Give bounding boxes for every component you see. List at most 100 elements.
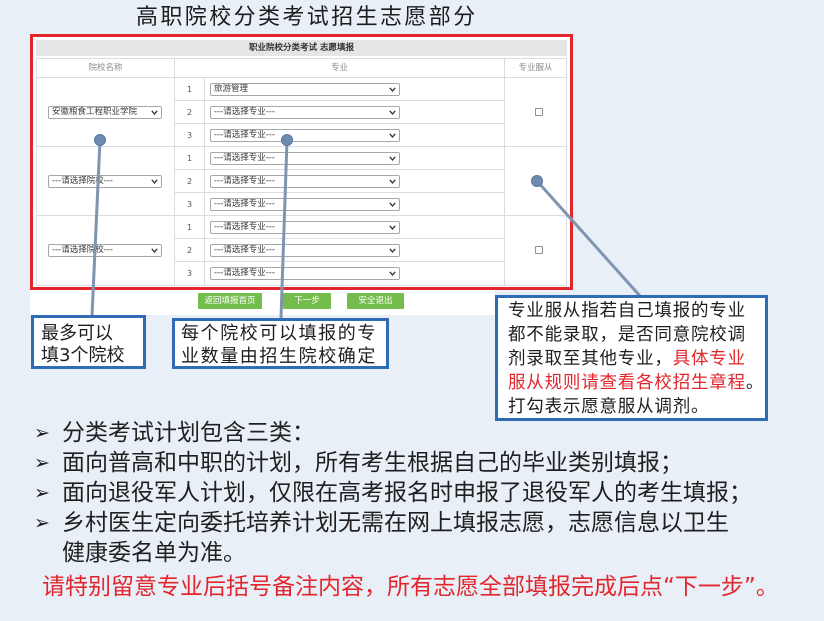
school-cell: ---请选择院校--- xyxy=(37,216,175,285)
choice-number: 2 xyxy=(175,239,205,262)
major-cell: ---请选择专业--- xyxy=(205,216,505,239)
choice-number: 3 xyxy=(175,124,205,147)
bullet-text: 乡村医生定向委托培养计划无需在网上填报志愿，志愿信息以卫生 xyxy=(62,510,729,536)
choice-number: 2 xyxy=(175,170,205,193)
bullet-item: ➢ 面向退役军人计划，仅限在高考报名时申报了退役军人的考生填报； xyxy=(0,478,824,508)
column-header-obey: 专业服从 xyxy=(518,63,553,73)
school-cell: ---请选择院校--- xyxy=(37,147,175,216)
arrowhead-bullet-icon: ➢ xyxy=(34,422,50,444)
chevron-down-icon xyxy=(389,248,396,253)
school-select-value: ---请选择院校--- xyxy=(52,176,113,186)
major-select-2-1[interactable]: ---请选择专业--- xyxy=(210,152,400,165)
major-select-value: ---请选择专业--- xyxy=(214,107,275,117)
note-max-schools: 最多可以 填3个院校 xyxy=(31,315,146,369)
pointer-dot-major-count xyxy=(281,134,293,146)
note-line: 填3个院校 xyxy=(41,345,125,366)
form-title-bar: 职业院校分类考试 志愿填报 xyxy=(36,40,567,56)
major-select-value: 旅游管理 xyxy=(214,84,249,94)
note-obey-rule: 专业服从指若自己填报的专业 都不能录取，是否同意院校调 剂录取至其他专业，具体专… xyxy=(495,295,768,421)
major-select-3-2[interactable]: ---请选择专业--- xyxy=(210,244,400,257)
note-text: 。 xyxy=(745,373,765,393)
bullet-item: ➢ 面向普高和中职的计划，所有考生根据自己的毕业类别填报； xyxy=(0,448,824,478)
major-select-value: ---请选择专业--- xyxy=(214,222,275,232)
note-line: 服从规则请查看各校招生章程。 xyxy=(508,371,765,395)
school-select-3[interactable]: ---请选择院校--- xyxy=(48,244,162,257)
next-step-button[interactable]: 下一步 xyxy=(283,293,331,309)
safe-exit-button[interactable]: 安全退出 xyxy=(347,293,404,309)
form-button-bar xyxy=(30,290,495,315)
form-screenshot-frame: 职业院校分类考试 志愿填报 院校名称 专业 专业服从 安徽粮食工程职业学院 1 … xyxy=(30,34,573,290)
bullet-text: 分类考试计划包含三类： xyxy=(62,420,315,446)
choice-number: 3 xyxy=(175,193,205,216)
slide-title: 高职院校分类考试招生志愿部分 xyxy=(136,5,478,30)
choice-number: 2 xyxy=(175,101,205,124)
choice-number: 1 xyxy=(175,78,205,101)
school-select-value: 安徽粮食工程职业学院 xyxy=(52,107,138,117)
school-select-value: ---请选择院校--- xyxy=(52,245,113,255)
note-line: 都不能录取，是否同意院校调 xyxy=(508,325,746,345)
choice-number: 1 xyxy=(175,147,205,170)
obey-cell xyxy=(505,216,566,285)
major-cell: ---请选择专业--- xyxy=(205,101,505,124)
major-select-1-1[interactable]: 旅游管理 xyxy=(210,83,400,96)
obey-checkbox-3[interactable] xyxy=(535,246,543,254)
major-select-1-2[interactable]: ---请选择专业--- xyxy=(210,106,400,119)
major-cell: ---请选择专业--- xyxy=(205,147,505,170)
note-line: 最多可以 xyxy=(41,323,113,344)
major-select-2-3[interactable]: ---请选择专业--- xyxy=(210,198,400,211)
note-emphasis: 服从规则请查看各校招生章程 xyxy=(508,373,746,393)
major-cell: 旅游管理 xyxy=(205,78,505,101)
major-cell: ---请选择专业--- xyxy=(205,239,505,262)
bullet-list: ➢ 分类考试计划包含三类： ➢ 面向普高和中职的计划，所有考生根据自己的毕业类别… xyxy=(0,418,824,568)
major-select-value: ---请选择专业--- xyxy=(214,176,275,186)
note-text: 剂录取至其他专业， xyxy=(508,349,673,369)
chevron-down-icon xyxy=(389,133,396,138)
major-select-2-2[interactable]: ---请选择专业--- xyxy=(210,175,400,188)
major-select-value: ---请选择专业--- xyxy=(214,245,275,255)
major-cell: ---请选择专业--- xyxy=(205,124,505,147)
pointer-dot-obey-rule xyxy=(531,175,543,187)
school-cell: 安徽粮食工程职业学院 xyxy=(37,78,175,147)
pointer-line-max-schools xyxy=(90,138,102,318)
obey-checkbox-1[interactable] xyxy=(535,108,543,116)
choice-number: 1 xyxy=(175,216,205,239)
major-select-value: ---请选择专业--- xyxy=(214,268,275,278)
school-group-2: ---请选择院校--- 1 ---请选择专业--- 2 ---请选择专业--- … xyxy=(37,147,566,216)
major-select-3-1[interactable]: ---请选择专业--- xyxy=(210,221,400,234)
pointer-dot-max-schools xyxy=(94,134,106,146)
chevron-down-icon xyxy=(389,87,396,92)
major-select-value: ---请选择专业--- xyxy=(214,153,275,163)
bullet-item: ➢ 分类考试计划包含三类： xyxy=(0,418,824,448)
chevron-down-icon xyxy=(389,202,396,207)
major-select-1-3[interactable]: ---请选择专业--- xyxy=(210,129,400,142)
school-group-3: ---请选择院校--- 1 ---请选择专业--- 2 ---请选择专业--- … xyxy=(37,216,566,285)
chevron-down-icon xyxy=(389,110,396,115)
column-header-school: 院校名称 xyxy=(37,59,175,77)
note-line: 剂录取至其他专业，具体专业 xyxy=(508,347,765,371)
note-line: 打勾表示愿意服从调剂。 xyxy=(508,397,710,417)
arrowhead-bullet-icon: ➢ xyxy=(34,512,50,534)
back-home-button[interactable]: 返回填报首页 xyxy=(198,293,262,309)
bullet-text: 面向普高和中职的计划，所有考生根据自己的毕业类别填报； xyxy=(62,450,683,476)
major-cell: ---请选择专业--- xyxy=(205,170,505,193)
chevron-down-icon xyxy=(151,248,158,253)
chevron-down-icon xyxy=(389,225,396,230)
chevron-down-icon xyxy=(151,110,158,115)
note-line: 专业服从指若自己填报的专业 xyxy=(508,301,746,321)
note-emphasis: 具体专业 xyxy=(672,349,746,369)
red-reminder: 请特别留意专业后括号备注内容，所有志愿全部填报完成后点“下一步”。 xyxy=(42,574,779,600)
arrowhead-bullet-icon: ➢ xyxy=(34,452,50,474)
major-cell: ---请选择专业--- xyxy=(205,193,505,216)
pointer-line-major-count xyxy=(279,138,289,320)
arrowhead-bullet-icon: ➢ xyxy=(34,482,50,504)
school-select-1[interactable]: 安徽粮食工程职业学院 xyxy=(48,106,162,119)
note-line: 业数量由招生院校确定 xyxy=(181,346,377,367)
school-select-2[interactable]: ---请选择院校--- xyxy=(48,175,162,188)
major-select-3-3[interactable]: ---请选择专业--- xyxy=(210,267,400,280)
choice-number: 3 xyxy=(175,262,205,285)
table-header-row: 院校名称 专业 专业服从 xyxy=(37,59,566,78)
major-cell: ---请选择专业--- xyxy=(205,262,505,285)
bullet-text: 面向退役军人计划，仅限在高考报名时申报了退役军人的考生填报； xyxy=(62,480,752,506)
chevron-down-icon xyxy=(389,271,396,276)
chevron-down-icon xyxy=(389,156,396,161)
